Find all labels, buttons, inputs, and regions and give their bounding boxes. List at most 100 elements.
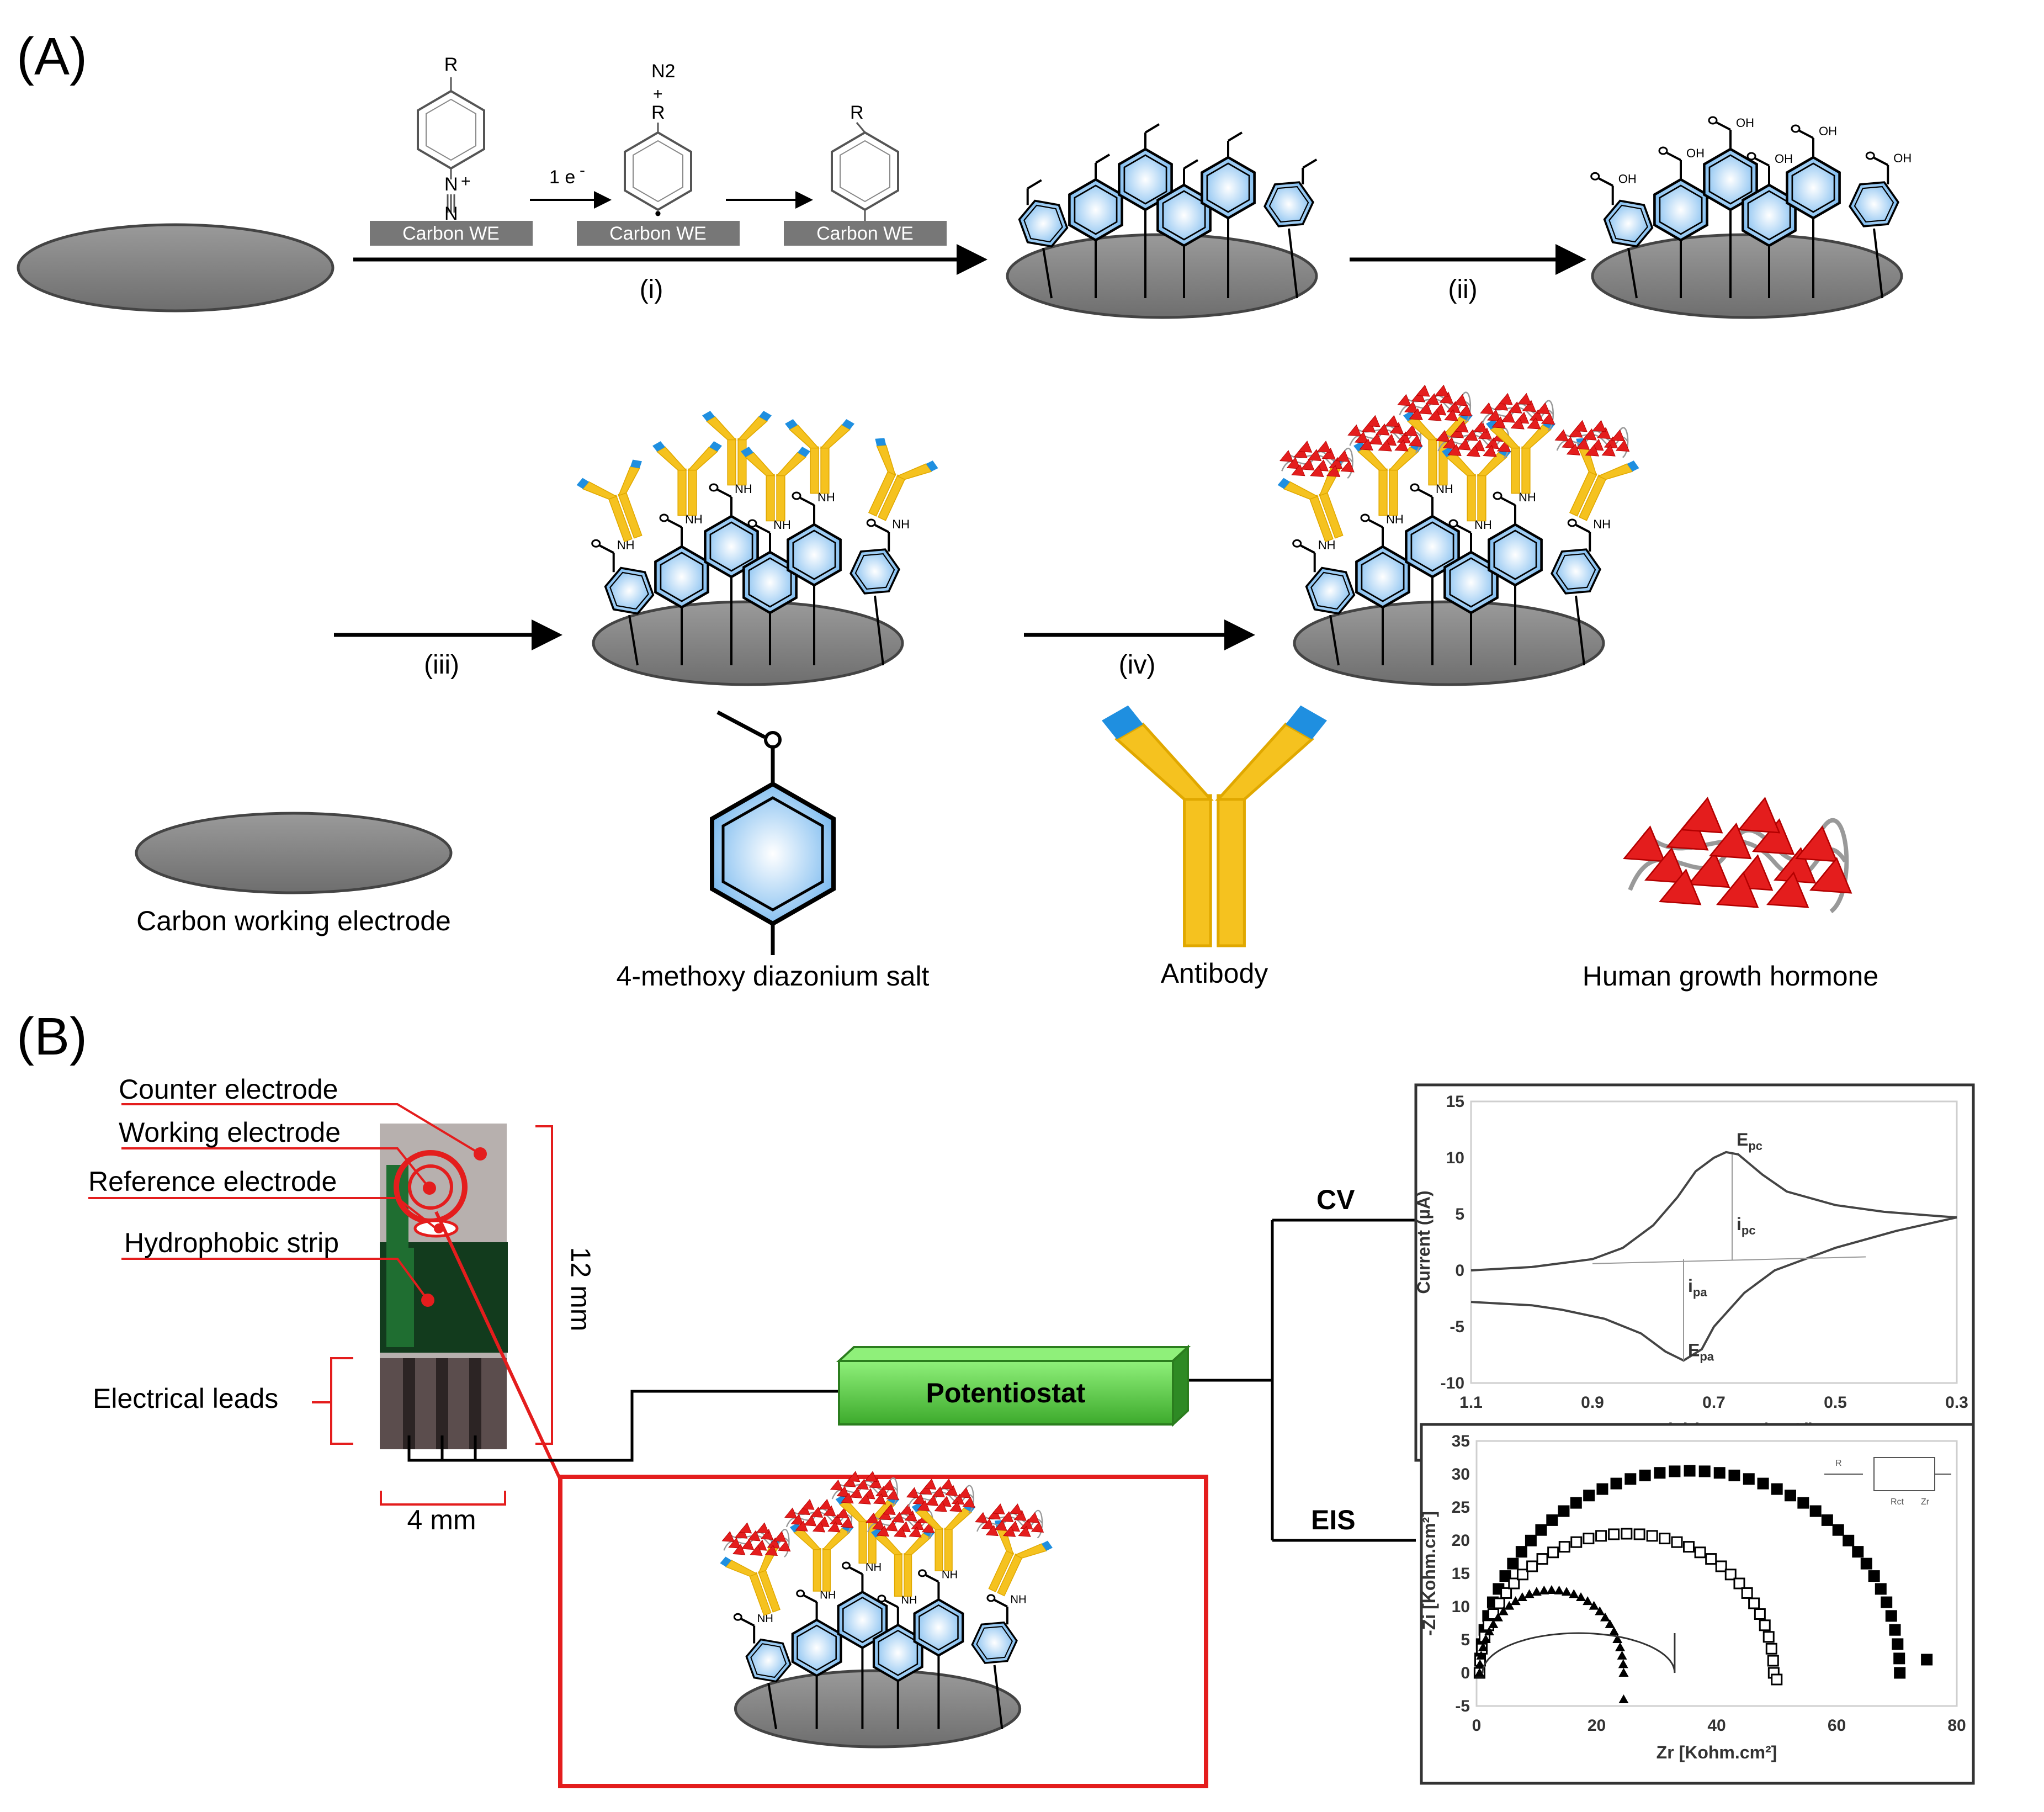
hormone-helix xyxy=(1522,400,1537,412)
benzene-ring-2 xyxy=(624,131,692,211)
hormone-helix xyxy=(919,1483,932,1495)
benzene-ring xyxy=(1068,178,1123,242)
carbonyl-bond xyxy=(925,1574,939,1583)
grafted-aryl-ring xyxy=(654,545,709,609)
hormone-helix xyxy=(1766,871,1809,908)
modified-electrode-disk xyxy=(1006,233,1318,319)
nyquist-point xyxy=(1558,1505,1570,1517)
amide-nh-label: NH xyxy=(820,1589,836,1601)
benzene-ring xyxy=(1786,156,1841,220)
y-tick-label: 0 xyxy=(1461,1664,1470,1682)
benzene-ring-inner xyxy=(1023,204,1063,243)
legend-diazonium-icon xyxy=(710,710,836,955)
methoxy-bond xyxy=(1144,123,1160,134)
grafted-aryl-ring xyxy=(1201,156,1256,220)
nyquist-point xyxy=(1868,1570,1880,1582)
grafted-aryl-ring xyxy=(1603,199,1654,248)
carboxyl-oh-label: OH xyxy=(1686,146,1705,160)
anchor-bond xyxy=(1627,247,1638,299)
nyquist-point xyxy=(1694,1546,1706,1559)
nyquist-point xyxy=(1705,1553,1717,1565)
x-tick-label: 0.9 xyxy=(1581,1394,1604,1412)
carbonyl-bond xyxy=(1457,524,1472,534)
immobilized-antibody xyxy=(652,441,722,516)
antibody-tip-left xyxy=(576,478,589,489)
captured-hormone xyxy=(721,1522,791,1557)
hormone-helix xyxy=(1583,428,1597,441)
modified-electrode-disk xyxy=(592,600,904,686)
hormone-helix xyxy=(878,1509,891,1520)
anchor-bond xyxy=(1288,228,1298,299)
antibody-tip-left xyxy=(911,1502,923,1512)
carbonyl-bond xyxy=(800,497,815,506)
methoxy-bond xyxy=(1302,158,1318,169)
nyquist-point xyxy=(1517,1592,1527,1601)
carbonyl-oxygen xyxy=(1493,491,1503,500)
hormone-helix xyxy=(994,1519,1007,1531)
r-group-label-3: R xyxy=(850,102,864,123)
hormone-helix xyxy=(739,1522,752,1534)
antibody-arm-right xyxy=(1215,722,1315,801)
benzene-ring-inner xyxy=(1791,162,1835,213)
hormone-helix xyxy=(856,1479,869,1490)
hormone-helix xyxy=(797,1504,810,1516)
carbonyl-oxygen xyxy=(877,1594,886,1603)
antibody-arm-right xyxy=(943,1507,973,1530)
hormone-helix xyxy=(756,1522,769,1534)
benzene-ring xyxy=(850,548,900,595)
y-tick-label: -10 xyxy=(1441,1374,1464,1392)
antibody-tip-right xyxy=(1041,1540,1053,1551)
carbonyl-bond xyxy=(1716,121,1731,131)
carbon-we-bar-1 xyxy=(370,221,533,246)
anchor-bond xyxy=(1042,247,1053,299)
carbonyl-oxygen xyxy=(1590,172,1600,181)
carbonyl-bond xyxy=(1501,497,1516,506)
carbonyl-bond xyxy=(1368,519,1383,528)
carbonyl-bond xyxy=(884,1599,899,1608)
hormone-helix xyxy=(1454,420,1469,433)
antibody-tip-left xyxy=(871,1528,883,1538)
nyquist-point xyxy=(1546,1514,1558,1526)
benzene-ring xyxy=(787,523,842,587)
nyquist-point xyxy=(1733,1577,1745,1590)
modified-electrode-disk xyxy=(1293,600,1605,686)
y-tick-label: 15 xyxy=(1452,1565,1470,1583)
hormone-helix xyxy=(1427,409,1442,421)
benzene-ring xyxy=(654,545,709,609)
hormone-helix xyxy=(1458,404,1473,417)
carbonyl-oxygen xyxy=(591,539,601,548)
nyquist-point xyxy=(1488,1619,1499,1628)
captured-hormone xyxy=(975,1503,1044,1539)
anchor-bond xyxy=(1329,614,1340,666)
width-dimension-label: 4 mm xyxy=(407,1504,476,1535)
hormone-helix xyxy=(1501,411,1515,423)
y-tick-label: 0 xyxy=(1455,1262,1464,1280)
nyquist-point xyxy=(1504,1601,1515,1610)
hormone-helix xyxy=(932,1486,945,1498)
nyquist-point xyxy=(1524,1589,1535,1598)
hormone-helix xyxy=(1611,429,1625,442)
benzene-ring xyxy=(704,515,759,579)
nyquist-point xyxy=(1659,1533,1671,1545)
benzene-ring-inner xyxy=(1493,529,1537,580)
antibody-stem-left xyxy=(1511,446,1520,494)
grafted-aryl-ring xyxy=(1849,181,1899,227)
benzene-ring-inner xyxy=(919,1604,959,1651)
hormone-helix xyxy=(836,1507,850,1519)
immobilized-antibody xyxy=(741,447,810,522)
nyquist-point xyxy=(1618,1659,1628,1668)
hormone-helix xyxy=(1615,439,1630,452)
antibody-tip-left xyxy=(741,447,754,457)
antibody-stem-left xyxy=(1183,794,1212,947)
y-tick-label: 20 xyxy=(1452,1532,1470,1550)
hormone-helix xyxy=(1575,438,1590,450)
nyquist-point xyxy=(1547,1546,1559,1559)
nyquist-point xyxy=(1526,1560,1538,1572)
modified-electrode-disk xyxy=(1591,233,1903,319)
grafted-aryl-ring xyxy=(1263,181,1314,227)
nyquist-point xyxy=(1767,1655,1779,1667)
nyquist-point xyxy=(1684,1465,1696,1477)
nyquist-point xyxy=(1741,1587,1753,1599)
carbonyl-oxygen xyxy=(1746,152,1756,161)
antibody-stem-left xyxy=(858,1520,867,1564)
